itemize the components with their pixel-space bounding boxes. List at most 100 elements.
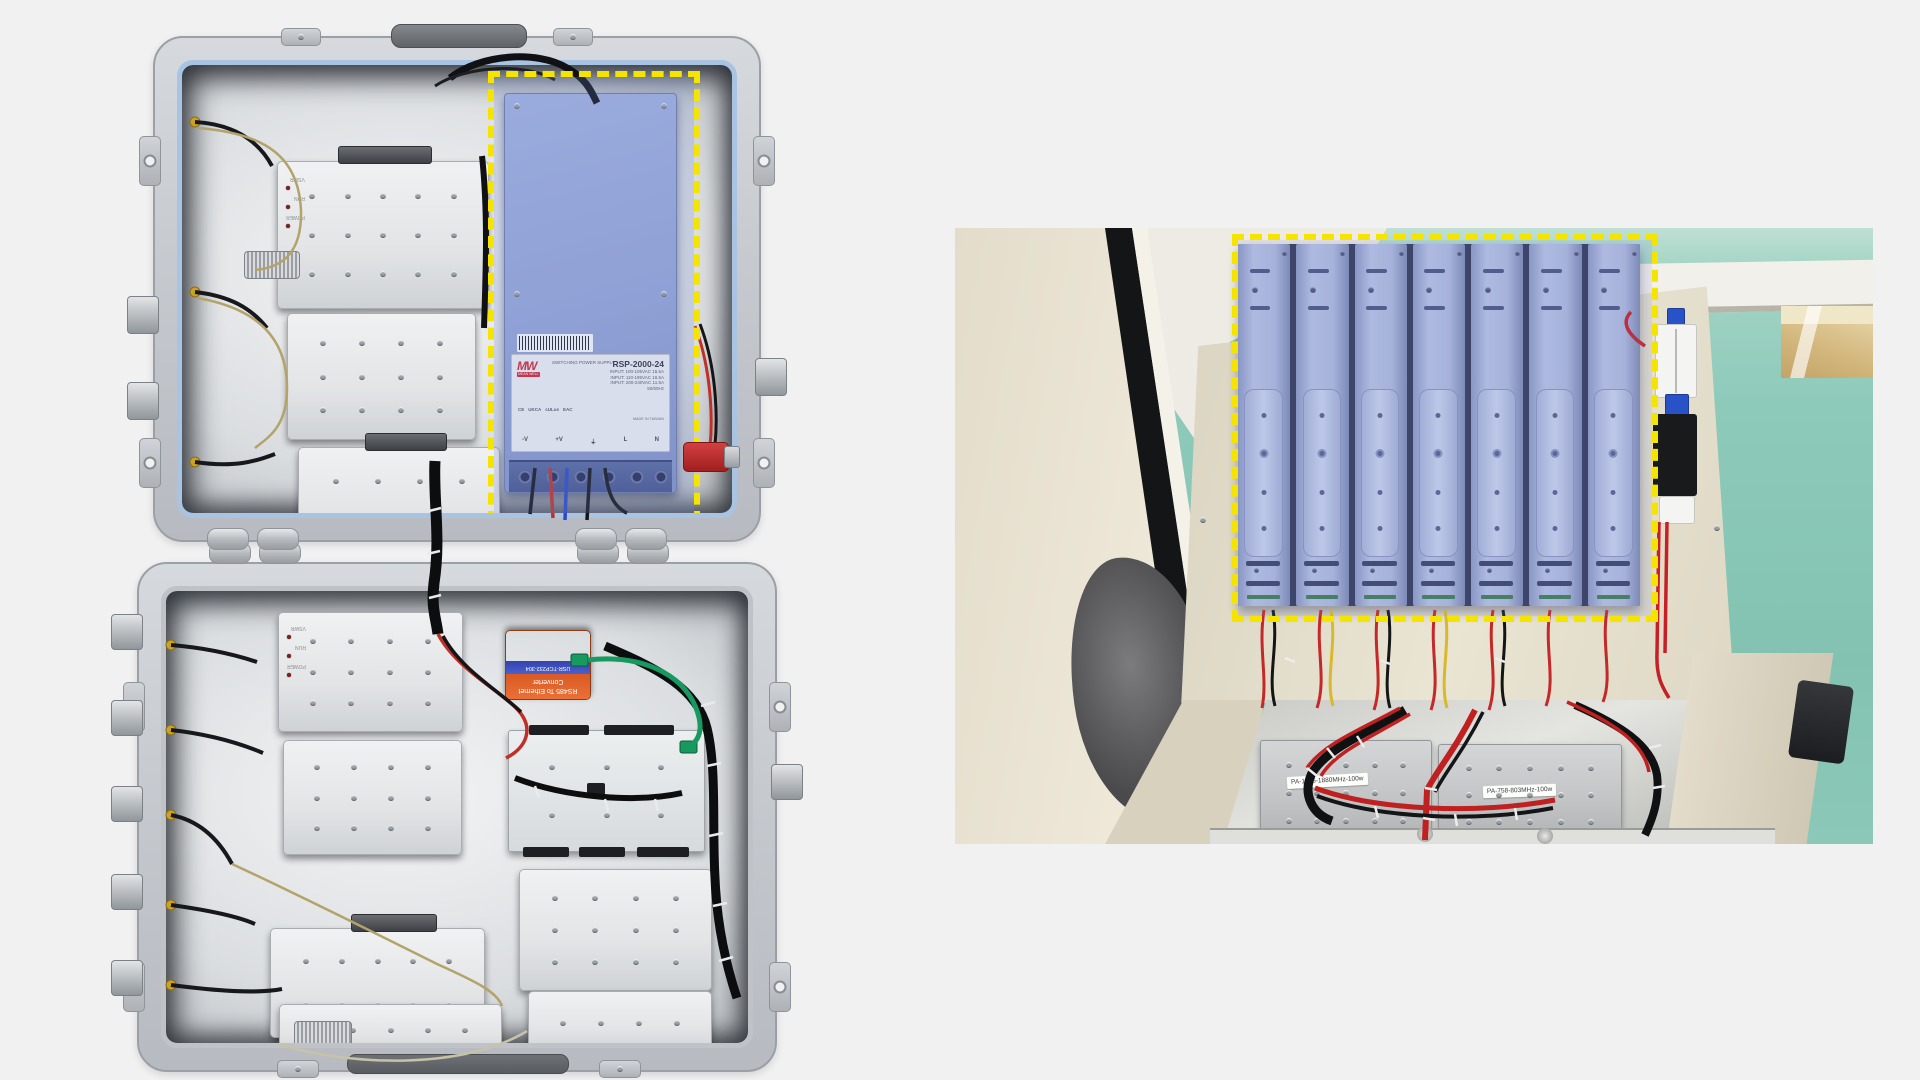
hinge (207, 528, 299, 550)
heat-sink-fin (1238, 244, 1291, 606)
psu-made-in: MADE IN TAIWAN (632, 417, 664, 421)
screw (344, 232, 351, 238)
screw (658, 812, 665, 818)
mounting-ear (139, 136, 161, 186)
screw (374, 958, 381, 965)
screw (415, 270, 422, 277)
screw (552, 895, 559, 901)
led-label: RUN (294, 195, 305, 201)
screw (1343, 817, 1349, 824)
case-handle-top (391, 24, 527, 48)
rf-module (287, 313, 476, 440)
screw (424, 1026, 431, 1033)
screw (386, 669, 393, 675)
rf-module: VSWR RUN POWER (278, 612, 463, 732)
psu-model: RSP-2000-24 (612, 359, 664, 369)
led-label: RUN (295, 644, 306, 650)
power-supply: MW MEAN WELL SWITCHING POWER SUPPLY RSP-… (504, 93, 677, 493)
rf-connector-external (111, 614, 143, 650)
screw (358, 340, 365, 347)
mounting-ear (139, 438, 161, 488)
rf-connector-external (771, 764, 803, 800)
screw (1343, 762, 1349, 769)
screw (348, 637, 355, 644)
screw (552, 959, 559, 965)
heat-sink-fin (1529, 244, 1582, 606)
screw (319, 406, 326, 413)
heat-sink-fin (1354, 244, 1407, 606)
screw (1314, 817, 1321, 824)
screw (309, 270, 316, 277)
mounting-ear (753, 136, 775, 186)
screw (388, 794, 395, 801)
screw (1496, 818, 1503, 825)
screw (1465, 792, 1472, 798)
screw (437, 406, 444, 413)
left-photo: VSWR RUN POWER MW MEAN WELL (111, 6, 803, 1078)
led-label: VSWR (290, 625, 306, 631)
psu-spec-line: INPUT: 110-195VAC 16.5A (610, 374, 664, 380)
screw (387, 1026, 394, 1033)
screw (386, 637, 393, 644)
breaker-body (1653, 414, 1697, 496)
screw (313, 824, 320, 831)
screw (1371, 762, 1378, 769)
screw (375, 478, 381, 484)
rf-module (528, 991, 712, 1043)
led-label: VSWR (289, 176, 305, 182)
screw (548, 812, 555, 818)
screw (1314, 790, 1321, 796)
screw (1465, 765, 1472, 772)
pa-label: PA-758-803MHz-100w (1482, 783, 1557, 799)
screw (597, 1020, 604, 1026)
screw (603, 812, 610, 818)
screw (437, 373, 444, 380)
screw (1496, 792, 1503, 798)
psu-spec-line: INPUT: 200-240VAC 11.5A (610, 380, 664, 386)
screw (672, 927, 679, 933)
screw (672, 959, 679, 965)
dsub-connector (351, 914, 437, 932)
screw (398, 406, 405, 413)
rs485-ethernet-converter: RS485 To Ethernet Converter USR-TCP232-3… (505, 630, 591, 700)
screw (350, 794, 357, 801)
screw (350, 824, 357, 831)
circuit-breaker (1655, 324, 1697, 398)
screw (380, 270, 386, 277)
screw (450, 232, 457, 238)
rf-module (519, 869, 712, 991)
led-label: POWER (287, 663, 306, 669)
screw (592, 959, 599, 965)
rf-module: VSWR RUN POWER (277, 146, 489, 309)
dsub-connector (338, 146, 432, 164)
screw (344, 193, 351, 200)
screw (1285, 817, 1292, 824)
converter-title: RS485 To Ethernet (518, 687, 578, 694)
screw (1400, 762, 1407, 769)
screw (425, 824, 432, 831)
screw (672, 895, 679, 901)
screw (410, 958, 417, 965)
case-lug (553, 28, 593, 46)
rf-connector-external (127, 296, 159, 334)
screw (1557, 818, 1564, 825)
screw (1496, 765, 1503, 772)
screw (350, 764, 357, 771)
screw (386, 700, 393, 707)
screw (309, 700, 316, 707)
converter-title2: Converter (532, 678, 564, 685)
screw (1527, 792, 1533, 798)
case-lug (277, 1060, 319, 1078)
psu-spec-line: INPUT: 100-105VAC 15.5A (610, 369, 664, 374)
case-interior-bottom: VSWR RUN POWER RS48 (161, 586, 753, 1048)
mounting-ear (753, 438, 775, 488)
rf-connector-external (111, 700, 143, 736)
screw (415, 232, 422, 238)
equipment-case-top: VSWR RUN POWER MW MEAN WELL (127, 24, 787, 550)
screw (302, 958, 309, 965)
psu-tagline: SWITCHING POWER SUPPLY (552, 360, 615, 365)
screw (1400, 790, 1407, 796)
barcode-sticker (517, 334, 593, 352)
screw (1527, 765, 1533, 772)
screw (380, 193, 386, 200)
